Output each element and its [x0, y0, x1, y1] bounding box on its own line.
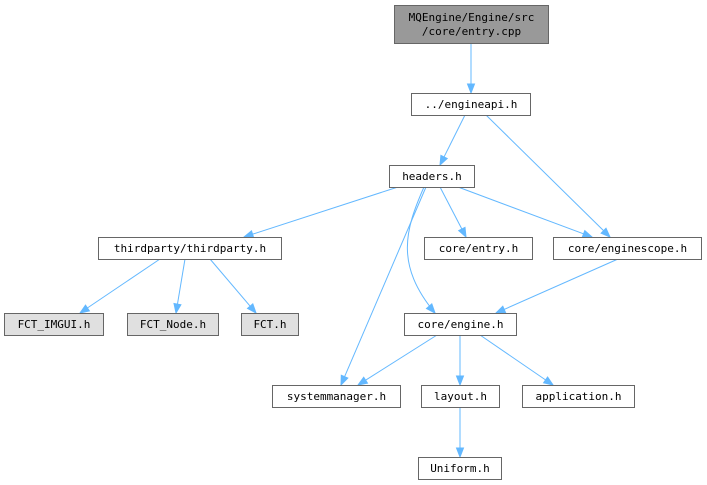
node-box	[272, 385, 401, 408]
edge-headers-to-core_entry	[439, 186, 467, 239]
node-label: Uniform.h	[430, 462, 490, 475]
edge-arrowhead	[242, 230, 255, 239]
node-enginescope[interactable]: core/enginescope.h	[553, 237, 702, 260]
node-box	[4, 313, 104, 336]
node-box	[522, 385, 635, 408]
edge-arrowhead	[356, 376, 369, 386]
edge-thirdparty-to-fct	[209, 258, 257, 315]
edge-headers-to-core_engine	[406, 186, 436, 315]
edge-line	[251, 186, 399, 235]
node-entry-root[interactable]: MQEngine/Engine/src/core/entry.cpp	[394, 5, 549, 44]
edge-thirdparty-to-fct_imgui	[78, 258, 161, 314]
edge-arrowhead	[494, 305, 507, 314]
node-label: core/engine.h	[417, 318, 503, 331]
edge-line	[343, 186, 427, 378]
nodes-layer: MQEngine/Engine/src/core/entry.cpp ../eng…	[4, 5, 702, 480]
node-label: FCT.h	[253, 318, 286, 331]
edge-arrowhead	[542, 376, 555, 386]
node-uniform[interactable]: Uniform.h	[418, 457, 502, 480]
node-label: /core/entry.cpp	[422, 25, 521, 38]
edge-line	[86, 258, 161, 309]
node-label: core/entry.h	[439, 242, 518, 255]
edge-line	[209, 258, 252, 308]
node-box	[411, 93, 531, 116]
edge-arrowhead	[600, 227, 611, 238]
edge-line	[503, 258, 619, 311]
edge-line	[439, 186, 463, 231]
node-fct-node: FCT_Node.h	[127, 313, 219, 336]
node-label: application.h	[535, 390, 621, 403]
node-box	[127, 313, 219, 336]
node-box	[418, 457, 502, 480]
edge-arrowhead	[581, 229, 594, 238]
node-label: ../engineapi.h	[425, 98, 518, 111]
node-label: MQEngine/Engine/src	[409, 11, 535, 24]
edge-headers-to-thirdparty	[242, 186, 399, 239]
edge-arrowhead	[173, 302, 182, 315]
edge-arrowhead	[246, 303, 257, 315]
node-core-engine[interactable]: core/engine.h	[404, 313, 517, 336]
edges-layer	[78, 43, 619, 459]
edge-arrowhead	[466, 83, 476, 95]
node-label: systemmanager.h	[287, 390, 386, 403]
edge-core_engine-to-systemmanager	[356, 334, 438, 386]
node-label: FCT_Node.h	[140, 318, 206, 331]
edge-arrowhead	[439, 154, 449, 167]
node-box	[389, 165, 475, 188]
edge-arrowhead	[425, 303, 436, 315]
node-application[interactable]: application.h	[522, 385, 635, 408]
edge-headers-to-enginescope	[457, 186, 594, 238]
node-fct-imgui: FCT_IMGUI.h	[4, 313, 104, 336]
edge-line	[364, 334, 438, 382]
edge-arrowhead	[78, 304, 91, 314]
node-box	[424, 237, 533, 260]
edge-core_engine-to-layout	[455, 335, 465, 387]
node-box	[241, 313, 299, 336]
edge-headers-to-systemmanager	[340, 186, 427, 387]
edge-line	[479, 334, 547, 381]
node-box	[98, 237, 282, 260]
node-label: headers.h	[402, 170, 462, 183]
edge-engineapi-to-enginescope	[485, 114, 611, 238]
edge-thirdparty-to-fct_node	[173, 258, 186, 315]
node-layout[interactable]: layout.h	[421, 385, 500, 408]
node-box	[394, 5, 549, 44]
edge-arrowhead	[340, 374, 349, 387]
node-engineapi[interactable]: ../engineapi.h	[411, 93, 531, 116]
edge-arrowhead	[455, 375, 465, 387]
node-label: core/enginescope.h	[568, 242, 687, 255]
node-box	[421, 385, 500, 408]
node-thirdparty[interactable]: thirdparty/thirdparty.h	[98, 237, 282, 260]
edge-line	[457, 186, 585, 235]
edge-line	[406, 186, 436, 314]
node-box	[553, 237, 702, 260]
edge-arrowhead	[457, 226, 467, 239]
edge-line	[443, 114, 466, 159]
node-fct: FCT.h	[241, 313, 299, 336]
node-headers[interactable]: headers.h	[389, 165, 475, 188]
node-box	[404, 313, 517, 336]
node-systemmanager[interactable]: systemmanager.h	[272, 385, 401, 408]
edge-enginescope-to-core_engine	[494, 258, 619, 314]
edge-engineapi-to-headers	[439, 114, 466, 167]
edge-line	[176, 258, 186, 306]
edge-arrowhead	[455, 447, 465, 459]
node-label: layout.h	[434, 390, 487, 403]
edge-core_engine-to-application	[479, 334, 555, 386]
edge-entry_root-to-engineapi	[466, 43, 476, 95]
node-label: thirdparty/thirdparty.h	[114, 242, 266, 255]
node-core-entry[interactable]: core/entry.h	[424, 237, 533, 260]
edge-layout-to-uniform	[455, 407, 465, 459]
node-label: FCT_IMGUI.h	[18, 318, 91, 331]
edge-line	[485, 114, 605, 232]
